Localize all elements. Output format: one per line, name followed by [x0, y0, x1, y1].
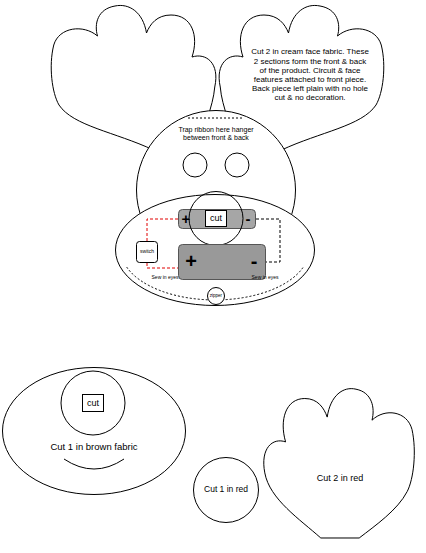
muzzle-pattern: cutCut 1 in brown fabric — [2, 367, 186, 495]
terminal-sign: - — [245, 250, 263, 273]
cut-box: cut — [82, 394, 104, 412]
cutting-note: Cut 2 in red — [292, 473, 388, 483]
eye-note: Sew in eyes — [145, 275, 185, 281]
eye-note: Sew in eyes — [245, 275, 285, 281]
battery-holder-outline — [179, 210, 256, 229]
zipper-circle-outline — [208, 288, 225, 305]
eye-hole — [183, 153, 207, 177]
terminal-sign: + — [182, 250, 200, 273]
muzzle-piece-outline — [116, 195, 315, 306]
wire — [147, 219, 178, 241]
cut-box-outline — [83, 395, 104, 412]
mouth-line — [64, 459, 124, 469]
cutting-note: Cut 2 in cream face fabric. These 2 sect… — [251, 47, 369, 102]
muzzle-piece: + - cut switch + - zipper Sew in eyes Sew in eye… — [115, 194, 315, 306]
nose-outline — [61, 371, 125, 435]
terminal-sign: - — [241, 210, 255, 227]
switch-label: switch — [137, 249, 157, 255]
cutting-note: Cut 1 in brown fabric — [19, 442, 169, 453]
zipper-label: zipper — [207, 293, 225, 298]
red-antler-pattern-shape — [260, 383, 420, 538]
switch-box: switch — [136, 241, 158, 263]
switch-box-outline — [137, 242, 158, 263]
muzzle-pattern-shape — [2, 367, 186, 495]
ribbon-line — [188, 118, 244, 119]
cutting-note: Cut 1 in red — [196, 485, 256, 495]
red-antler-pattern: Cut 2 in red — [260, 383, 420, 538]
nose-outline — [189, 192, 243, 246]
eye-hole — [225, 153, 249, 177]
terminal-sign: + — [179, 210, 193, 227]
red-circle-pattern: Cut 1 in red — [193, 457, 259, 523]
cut-box-outline — [206, 211, 227, 227]
muzzle-pattern-outline — [3, 368, 186, 495]
cut-mark: cut — [82, 398, 104, 408]
zipper-circle: zipper — [207, 287, 225, 305]
red-circle-pattern-outline — [194, 458, 259, 523]
cut-mark: cut — [205, 213, 227, 223]
wire — [147, 263, 178, 268]
cut-box: cut — [205, 210, 227, 227]
wire — [256, 219, 280, 262]
red-antler-pattern-outline — [264, 389, 415, 538]
hanger-note: Trap ribbon here hanger between front & … — [171, 126, 261, 142]
